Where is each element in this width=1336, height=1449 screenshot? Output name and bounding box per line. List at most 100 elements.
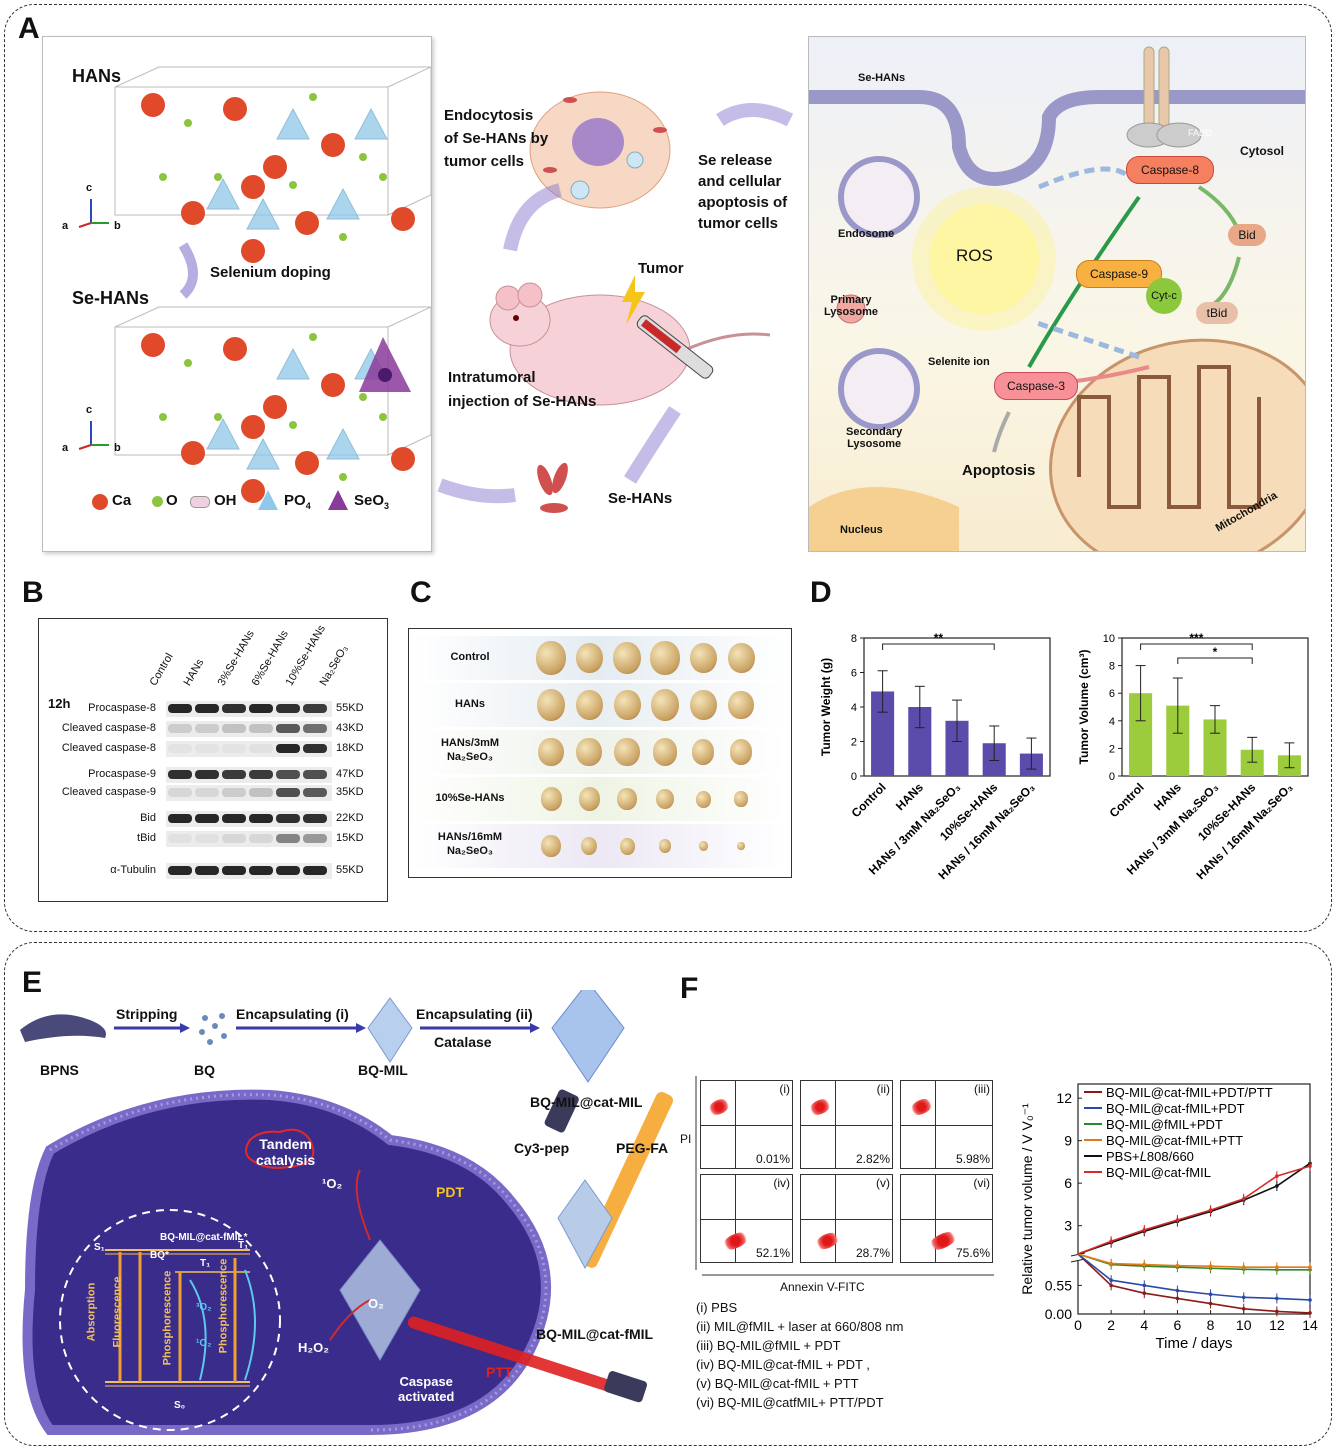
jablonski-title: BQ-MIL@cat-fMIL* <box>160 1232 248 1243</box>
cell-membrane <box>22 1089 551 1435</box>
blot-row-label: α-Tubulin <box>110 864 156 876</box>
tumor-specimen <box>619 837 635 855</box>
x-tick-label: HANs <box>893 780 926 813</box>
po4-tetrahedron <box>326 427 360 460</box>
annexin-axis-label: Annexin V-FITC <box>780 1280 865 1294</box>
flow-plot-id: (v) <box>876 1176 890 1190</box>
o-atom <box>184 119 192 127</box>
jablonski-t1b: T₁ <box>238 1240 249 1251</box>
y-axis-label: Tumor Weight (g) <box>819 658 833 756</box>
blot-row-label: Cleaved caspase-8 <box>61 742 156 754</box>
flow-legend-item: (iii) BQ-MIL@fMIL + PDT <box>696 1338 841 1353</box>
apoptosis-label: Apoptosis <box>962 462 1036 479</box>
bpns-label: BPNS <box>40 1062 79 1078</box>
y-tick-label: 3 <box>1064 1218 1072 1234</box>
seo3-tetrahedron <box>359 337 411 392</box>
ca-atom <box>241 239 265 263</box>
blot-kd-label: 55KD <box>336 864 364 876</box>
series-point <box>1142 1283 1147 1288</box>
tumor-specimen <box>650 641 680 675</box>
series-point <box>1142 1291 1147 1295</box>
ca-atom <box>391 207 415 231</box>
fadd-label: FADD <box>1188 128 1213 138</box>
pi-axis-label: PI <box>680 1132 692 1146</box>
blot-band <box>168 866 192 875</box>
blot-band <box>222 704 246 713</box>
blot-band <box>168 834 192 843</box>
o-atom <box>379 413 387 421</box>
blot-band <box>249 788 273 797</box>
blot-band <box>276 770 300 779</box>
axis-triad-top <box>78 199 109 228</box>
tbid-node: tBid <box>1196 302 1238 324</box>
tumor-specimen <box>612 641 642 675</box>
x-tick-label: 6 <box>1174 1317 1182 1333</box>
panel-label-c: C <box>410 576 432 609</box>
series-point <box>1109 1261 1113 1266</box>
ca-legend-label: Ca <box>112 492 132 509</box>
blot-band <box>249 724 273 733</box>
blot-kd-label: 18KD <box>336 742 364 754</box>
nucleus-label: Nucleus <box>840 524 883 536</box>
blot-band <box>222 866 246 875</box>
blot-band <box>276 704 300 713</box>
significance-label: *** <box>1189 631 1203 645</box>
blot-band <box>195 834 219 843</box>
series-point <box>1175 1263 1180 1268</box>
x-tick-label: 12 <box>1269 1317 1285 1333</box>
y-tick-label: 4 <box>1109 716 1115 728</box>
flow-plot: (i)0.01% <box>700 1080 794 1170</box>
significance-bracket <box>1140 643 1253 650</box>
significance-bracket <box>1177 657 1253 664</box>
flow-quadrant-value: 5.98% <box>955 1152 990 1166</box>
blot-band <box>303 770 327 779</box>
x-tick-label: 8 <box>1207 1317 1215 1333</box>
central-crystal <box>339 1239 421 1362</box>
flow-plot: (v)28.7% <box>800 1174 894 1264</box>
atom-legend: Ca O OH PO4 SeO3 <box>92 490 422 516</box>
cy3-pep-label: Cy3-pep <box>514 1140 570 1156</box>
o-atom <box>214 413 222 421</box>
plot-frame <box>1077 1083 1311 1315</box>
caspase-3-node: Caspase-3 <box>994 372 1078 400</box>
selenite-label: Selenite ion <box>928 356 990 368</box>
series-line <box>1077 1253 1310 1268</box>
blot-band <box>249 834 273 843</box>
tumor-specimen <box>650 688 680 722</box>
flow-legend-item: (i) PBS <box>696 1300 738 1315</box>
blot-band <box>222 788 246 797</box>
series-point <box>1308 1265 1312 1269</box>
blot-band <box>303 744 327 753</box>
blot-band <box>303 834 327 843</box>
arrow-up-right <box>624 406 681 484</box>
pdt-label: PDT <box>436 1184 464 1200</box>
series-point <box>1109 1283 1113 1288</box>
x-tick-label: 2 <box>1107 1317 1115 1333</box>
series-point <box>1275 1184 1279 1188</box>
blot-band <box>222 724 246 733</box>
axis-c-top: c <box>86 182 93 194</box>
ca-atom <box>241 175 265 199</box>
ca-atom <box>295 451 319 475</box>
ca-atom <box>141 333 165 357</box>
singlet-oxygen-jab-label: ¹O₂ <box>196 1338 212 1349</box>
arrow-right <box>716 103 794 127</box>
tumor-label: Tumor <box>638 260 684 277</box>
peg-fa-label: PEG-FA <box>616 1140 669 1156</box>
tumor-specimen <box>656 788 674 810</box>
tumor-specimen <box>653 738 677 766</box>
flow-plot-id: (iv) <box>773 1176 790 1190</box>
panel-label-b: B <box>22 576 44 609</box>
ca-atom <box>321 373 345 397</box>
triplet-oxygen-label: ³O₂ <box>196 1302 212 1313</box>
crystal-structure-drawing <box>78 66 432 503</box>
blot-row-label: Bid <box>140 812 156 824</box>
tumor-specimen <box>737 841 745 851</box>
